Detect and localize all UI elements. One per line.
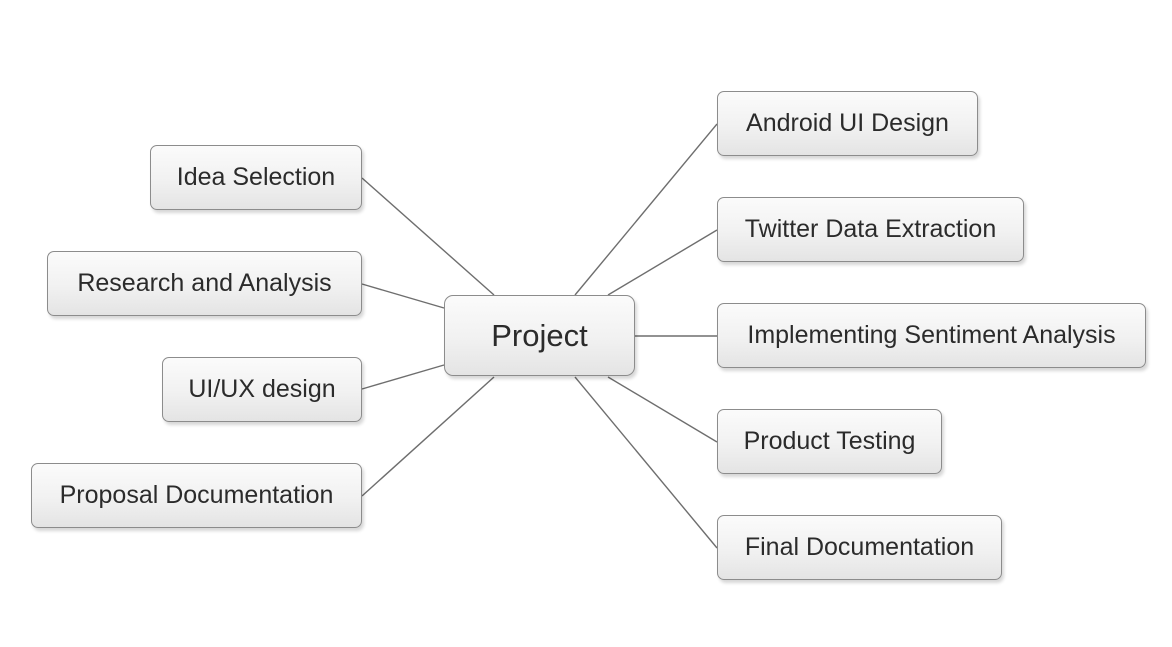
branch-node-android-ui-design: Android UI Design <box>717 91 978 156</box>
center-node-label: Project <box>491 317 588 353</box>
center-node-project: Project <box>444 295 635 376</box>
branch-node-label: Final Documentation <box>744 533 975 561</box>
branch-node-label: Proposal Documentation <box>59 481 334 509</box>
connector-ui-ux-design <box>361 364 445 390</box>
connector-research-and-analysis <box>361 283 445 309</box>
branch-node-proposal-documentation: Proposal Documentation <box>31 463 362 528</box>
branch-node-label: Android UI Design <box>746 109 949 137</box>
connector-proposal-documentation <box>361 376 495 497</box>
branch-node-label: Product Testing <box>743 427 916 455</box>
branch-node-product-testing: Product Testing <box>717 409 942 474</box>
branch-node-implementing-sentiment-analysis: Implementing Sentiment Analysis <box>717 303 1146 368</box>
connector-final-documentation <box>574 376 718 549</box>
branch-node-label: Twitter Data Extraction <box>744 215 997 243</box>
connector-product-testing <box>607 376 718 443</box>
branch-node-final-documentation: Final Documentation <box>717 515 1002 580</box>
branch-node-idea-selection: Idea Selection <box>150 145 362 210</box>
branch-node-label: UI/UX design <box>188 375 336 403</box>
branch-node-label: Implementing Sentiment Analysis <box>747 321 1116 349</box>
branch-node-twitter-data-extraction: Twitter Data Extraction <box>717 197 1024 262</box>
connector-twitter-data-extraction <box>607 229 718 296</box>
connector-android-ui-design <box>574 123 718 296</box>
connector-idea-selection <box>361 177 495 296</box>
branch-node-research-and-analysis: Research and Analysis <box>47 251 362 316</box>
branch-node-label: Idea Selection <box>176 163 336 191</box>
branch-node-ui-ux-design: UI/UX design <box>162 357 362 422</box>
branch-node-label: Research and Analysis <box>77 269 332 297</box>
